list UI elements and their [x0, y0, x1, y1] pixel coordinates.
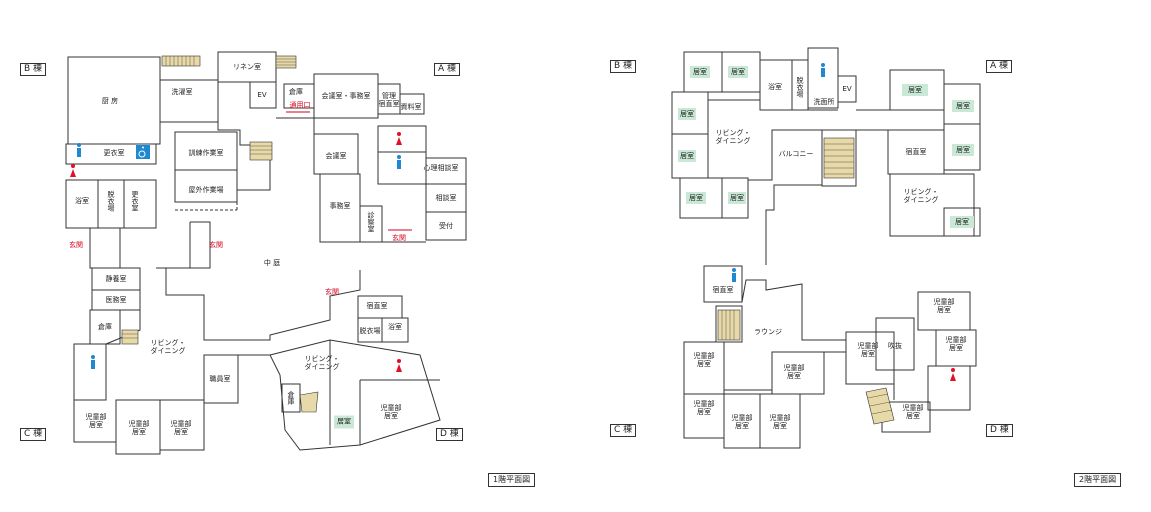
- room-living-a: リビング・ ダイニング: [903, 188, 939, 204]
- wing-a-tag-2: A 棟: [986, 60, 1013, 73]
- room-living-b: リビング・ ダイニング: [715, 129, 751, 145]
- room-b6: 居室: [730, 194, 744, 202]
- room-bath-b: 浴室: [75, 197, 89, 205]
- room-rest: 静養室: [105, 275, 127, 283]
- wing-b-tag: B 棟: [20, 63, 47, 76]
- room-lounge: ラウンジ: [754, 328, 782, 336]
- room-medical: 医務室: [105, 296, 127, 304]
- room-dressing-d: 脱衣場: [359, 327, 381, 335]
- female-toilet-icon: [950, 368, 956, 381]
- room-kids-d3: 児童部 居室: [945, 336, 967, 352]
- room-kids-c1: 児童部 居室: [85, 413, 107, 429]
- room-exam: 診察室: [367, 211, 375, 233]
- room-outdoor-work: 屋外作業場: [188, 186, 224, 194]
- room-washroom: 洗面所: [813, 98, 835, 106]
- room-training: 訓練作業室: [188, 149, 224, 157]
- room-kids-c3: 児童部 居室: [170, 420, 192, 436]
- floor1-caption: 1階平面図: [488, 473, 536, 487]
- room-changing: 更衣室: [103, 149, 125, 157]
- room-counseling: 心理相談室: [423, 164, 459, 172]
- room-meeting-office: 会議室・事務室: [321, 92, 371, 100]
- room-b5: 居室: [689, 194, 703, 202]
- room-b4: 居室: [680, 152, 694, 160]
- floor2-walls: [671, 47, 981, 449]
- room-kids-c1-2: 児童部 居室: [693, 352, 715, 368]
- wing-a-tag: A 棟: [434, 63, 461, 76]
- room-storage-d: 倉庫: [287, 391, 295, 405]
- wing-d-tag: D 棟: [436, 428, 463, 441]
- room-reception: 受付: [439, 222, 453, 230]
- wing-c-tag: C 棟: [20, 428, 47, 441]
- room-night-a: 宿直室: [905, 148, 927, 156]
- room-bath-d: 浴室: [388, 323, 402, 331]
- room-kids-d: 児童部 居室: [380, 404, 402, 420]
- room-kids-c2-2: 児童部 居室: [693, 400, 715, 416]
- wheelchair-icon: [136, 145, 150, 159]
- room-a4: 居室: [955, 218, 969, 226]
- floor2-caption: 2階平面図: [1074, 473, 1122, 487]
- floor1-walls: [65, 51, 467, 455]
- room-consult: 相談室: [435, 194, 457, 202]
- room-manager-night: 管理 宿直室: [378, 92, 400, 108]
- room-service-entrance: 通用口: [289, 101, 311, 109]
- room-kids-d4: 児童部 居室: [902, 404, 924, 420]
- room-living-c: リビング・ ダイニング: [150, 339, 186, 355]
- room-a2: 居室: [956, 102, 970, 110]
- wing-d-tag-2: D 棟: [986, 424, 1013, 437]
- room-entrance-d: 玄関: [325, 288, 339, 296]
- room-night-d: 宿直室: [366, 302, 388, 310]
- room-archive: 資料室: [400, 103, 422, 111]
- room-kids-c2: 児童部 居室: [128, 420, 150, 436]
- room-meeting: 会議室: [325, 152, 347, 160]
- room-a3: 居室: [956, 146, 970, 154]
- room-kids-d2: 児童部 居室: [933, 298, 955, 314]
- room-living-d: リビング・ ダイニング: [304, 355, 340, 371]
- room-kids-c4-2: 児童部 居室: [769, 414, 791, 430]
- floor1-plan: B 棟 A 棟 C 棟 D 棟 厨 房 洗濯室 リネン室 EV 倉庫 通用口 会…: [0, 0, 575, 512]
- male-toilet-icon: [77, 143, 401, 369]
- room-storage-c: 倉庫: [98, 323, 112, 331]
- room-a1: 居室: [908, 86, 922, 94]
- room-staff: 職員室: [209, 375, 231, 383]
- room-ev: EV: [257, 91, 267, 99]
- room-night-c: 宿直室: [712, 286, 734, 294]
- room-kids-c3-2: 児童部 居室: [731, 414, 753, 430]
- floor2-plan: B 棟 A 棟 C 棟 D 棟 居室 居室 居室 居室 居室 居室 浴室 脱衣場…: [576, 0, 1151, 512]
- room-laundry: 洗濯室: [171, 88, 193, 96]
- female-toilet-icon: [70, 132, 402, 372]
- room-changing-b: 更衣室: [131, 190, 139, 212]
- room-office: 事務室: [329, 202, 351, 210]
- room-balcony: バルコニー: [778, 150, 814, 158]
- room-entrance-b: 玄関: [69, 241, 83, 249]
- room-dressing-2: 脱衣場: [796, 76, 804, 98]
- room-b2: 居室: [731, 68, 745, 76]
- wing-c-tag-2: C 棟: [610, 424, 637, 437]
- room-b3: 居室: [680, 110, 694, 118]
- room-bath-2: 浴室: [768, 83, 782, 91]
- room-d-highlight: 居室: [334, 415, 354, 429]
- room-entrance-c: 玄関: [209, 241, 223, 249]
- room-storage: 倉庫: [289, 88, 303, 96]
- wing-b-tag-2: B 棟: [610, 60, 637, 73]
- room-ev-2: EV: [842, 85, 852, 93]
- room-linen: リネン室: [233, 63, 261, 71]
- stairs-icon: [717, 137, 895, 425]
- room-b1: 居室: [693, 68, 707, 76]
- courtyard-label: 中 庭: [263, 259, 281, 267]
- room-atrium: 吹抜: [888, 342, 902, 350]
- room-kids-d1: 児童部 居室: [857, 342, 879, 358]
- male-toilet-icon: [732, 63, 825, 282]
- room-dressing-b1: 脱衣場: [107, 190, 115, 212]
- stairs-icon: [121, 55, 319, 413]
- room-kids-c5-2: 児童部 居室: [783, 364, 805, 380]
- room-kitchen: 厨 房: [101, 97, 119, 105]
- room-entrance-a: 玄関: [392, 234, 406, 242]
